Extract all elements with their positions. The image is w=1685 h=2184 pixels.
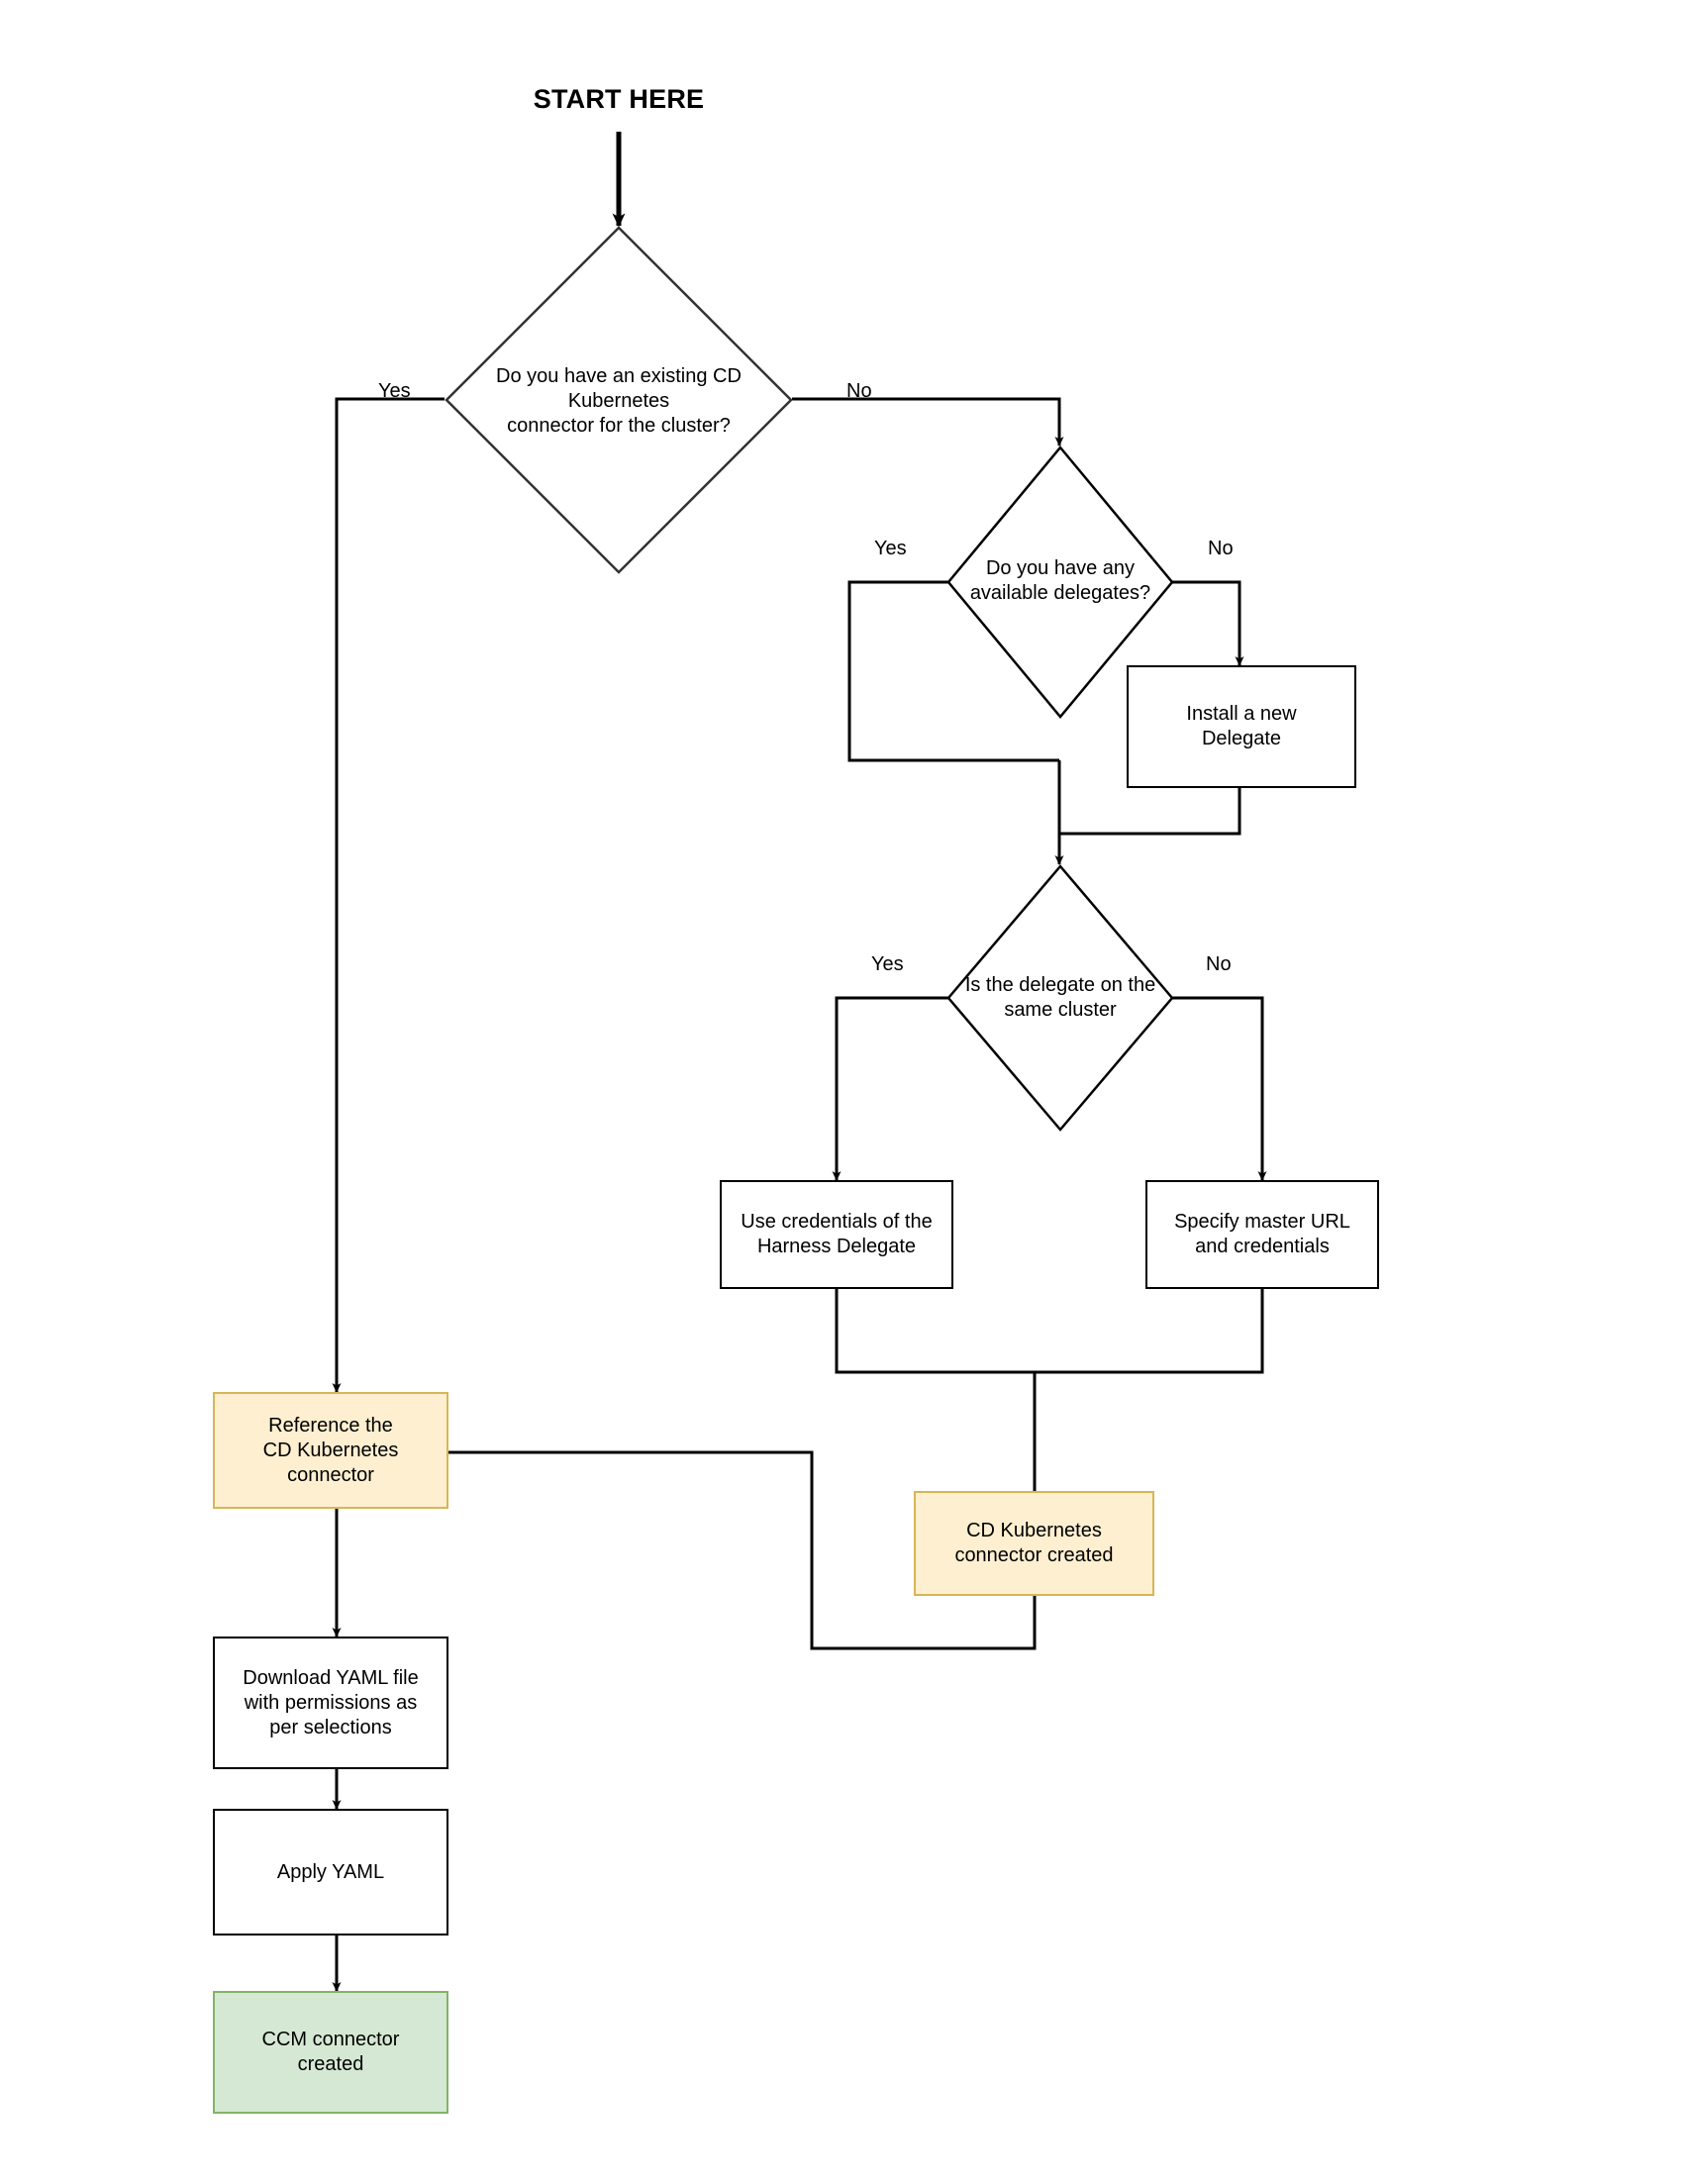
edge-specify-master-url-merge xyxy=(1035,1289,1264,1374)
edge-decision1-no-to-decision2 xyxy=(792,397,1064,447)
node-specify-master-url[interactable]: Specify master URL and credentials xyxy=(1145,1180,1379,1289)
node-label-line: Harness Delegate xyxy=(756,1236,917,1257)
node-label-line: Apply YAML xyxy=(276,1860,385,1883)
decision-available-delegates[interactable]: Do you have any available delegates? xyxy=(946,446,1174,719)
node-label-line: CCM connector xyxy=(261,2029,400,2050)
decision-label-line: same cluster xyxy=(1004,999,1117,1021)
diamond-shape xyxy=(946,446,1174,719)
edge-decision2-no-to-install-delegate xyxy=(1172,580,1244,666)
node-label-line: Use credentials of the xyxy=(741,1211,933,1233)
node-label-line: CD Kubernetes xyxy=(966,1520,1102,1541)
edge-harness-credentials-merge xyxy=(835,1289,1035,1374)
decision-label-line: Do you have an existing CD xyxy=(496,365,742,387)
node-label-line: with permissions as xyxy=(244,1691,418,1714)
node-label-line: Install a new xyxy=(1186,703,1297,725)
decision-existing-cd-connector[interactable]: Do you have an existing CD Kubernetes co… xyxy=(445,226,793,574)
node-install-delegate[interactable]: Install a new Delegate xyxy=(1127,665,1356,788)
node-cd-connector-created[interactable]: CD Kubernetes connector created xyxy=(914,1491,1154,1596)
decision-label-line: Is the delegate on the xyxy=(964,974,1156,996)
edge-label-same-cluster-no: No xyxy=(1206,953,1232,975)
diamond-shape xyxy=(445,226,793,574)
decision-label-line: connector for the cluster? xyxy=(507,415,731,437)
decision-label-line: Kubernetes xyxy=(567,390,670,412)
diamond-shape xyxy=(946,864,1174,1132)
start-here-title: START HERE xyxy=(533,84,705,114)
node-label-line: Delegate xyxy=(1201,728,1282,749)
edge-label-same-cluster-yes: Yes xyxy=(871,953,904,975)
node-label-line: connector xyxy=(287,1463,374,1486)
edge-decision1-yes-to-reference xyxy=(332,397,445,1393)
node-label-line: created xyxy=(297,2053,364,2075)
node-label-line: Reference the xyxy=(268,1414,393,1437)
node-label-line: connector created xyxy=(954,1544,1114,1566)
edge-label-delegates-yes: Yes xyxy=(874,538,907,559)
node-ccm-connector-created[interactable]: CCM connector created xyxy=(213,1991,448,2114)
edge-label-existing-no: No xyxy=(846,380,872,402)
node-download-yaml[interactable]: Download YAML file with permissions as p… xyxy=(213,1637,448,1769)
decision-delegate-same-cluster[interactable]: Is the delegate on the same cluster xyxy=(946,864,1174,1132)
node-apply-yaml[interactable]: Apply YAML xyxy=(213,1809,448,1936)
node-label-line: CD Kubernetes xyxy=(262,1439,399,1461)
node-label-line: Specify master URL xyxy=(1174,1211,1350,1233)
edge-install-delegate-merge xyxy=(1059,788,1241,836)
decision-label-line: Do you have any xyxy=(985,557,1136,579)
node-use-harness-credentials[interactable]: Use credentials of the Harness Delegate xyxy=(720,1180,953,1289)
node-label-line: per selections xyxy=(269,1716,392,1738)
edge-label-existing-yes: Yes xyxy=(378,380,411,402)
node-reference-cd-connector[interactable]: Reference the CD Kubernetes connector xyxy=(213,1392,448,1509)
edge-decision3-yes-to-harness-credentials xyxy=(832,996,948,1181)
decision-label-line: available delegates? xyxy=(969,582,1151,604)
node-label-line: Download YAML file xyxy=(243,1666,419,1689)
node-label-line: and credentials xyxy=(1195,1236,1330,1257)
edge-label-delegates-no: No xyxy=(1208,538,1234,559)
edge-decision3-no-to-specify-master-url xyxy=(1172,996,1267,1181)
